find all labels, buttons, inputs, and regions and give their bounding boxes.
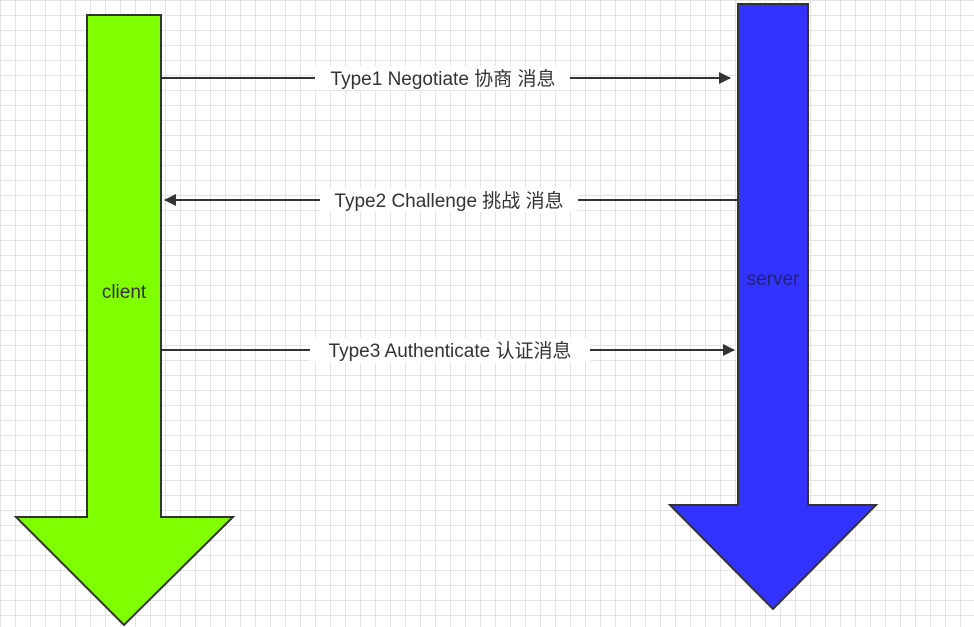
message-type2-label-bg [320,188,578,212]
server-lane-label: server [747,269,800,290]
message-type3-label-bg [310,338,590,362]
client-lane-arrow [13,14,236,627]
message-type1-negotiate: Type1 Negotiate 协商 消息 [162,66,731,90]
message-type2-label: Type2 Challenge 挑战 消息 [334,190,563,212]
server-lane-arrow [667,3,879,611]
message-type1-label-bg [315,66,570,90]
message-type2-challenge: Type2 Challenge 挑战 消息 [164,188,737,212]
message-type3-authenticate: Type3 Authenticate 认证消息 [162,338,735,362]
message-type3-label: Type3 Authenticate 认证消息 [329,340,572,362]
message-type1-label: Type1 Negotiate 协商 消息 [331,68,556,90]
client-lane-label: client [102,282,147,303]
